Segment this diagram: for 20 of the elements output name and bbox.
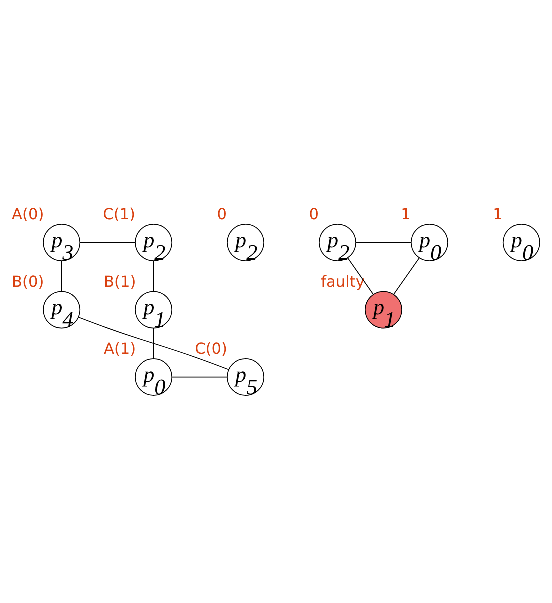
connector bbox=[393, 258, 420, 296]
node-label: C(0) bbox=[195, 340, 228, 358]
node-label: faulty bbox=[321, 272, 365, 291]
node-label: B(0) bbox=[12, 272, 44, 291]
node-label: 1 bbox=[493, 206, 503, 224]
node-label: C(1) bbox=[103, 206, 136, 224]
connector bbox=[348, 258, 374, 296]
node-label: A(0) bbox=[12, 206, 44, 224]
connector bbox=[61, 260, 62, 292]
connector bbox=[172, 376, 228, 378]
node-label: 0 bbox=[309, 206, 319, 224]
connector bbox=[80, 242, 136, 244]
node-label: 1 bbox=[401, 206, 411, 224]
node-label: B(1) bbox=[104, 272, 136, 291]
connector bbox=[153, 328, 154, 360]
node-label: A(1) bbox=[104, 340, 136, 358]
connector bbox=[78, 317, 230, 370]
connector bbox=[356, 242, 412, 244]
connector bbox=[153, 260, 154, 292]
node-label: 0 bbox=[217, 206, 227, 224]
